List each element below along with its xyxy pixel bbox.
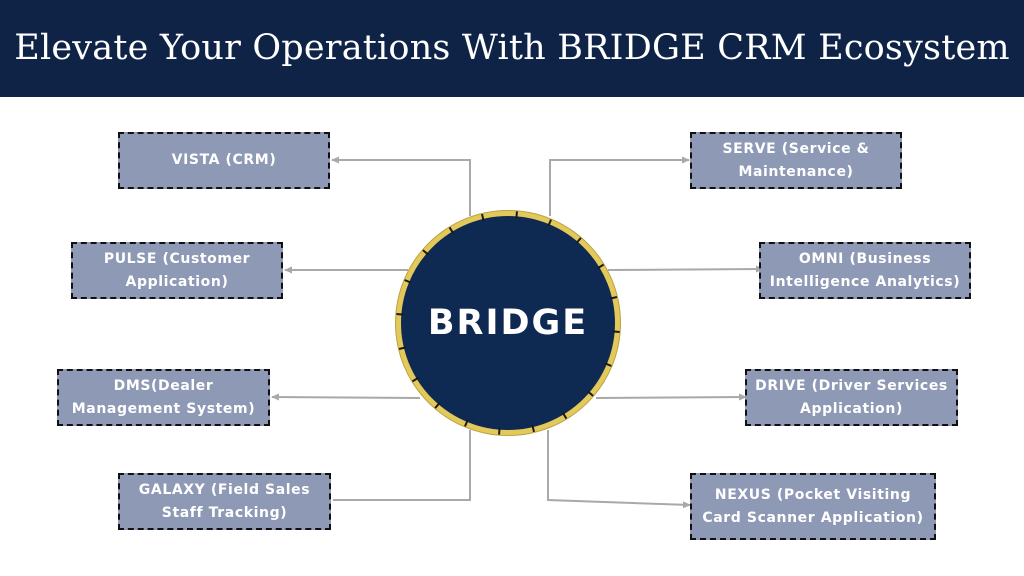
hub-ring-tick — [575, 237, 582, 244]
module-galaxy-label: GALAXY (Field Sales Staff Tracking) — [138, 481, 311, 521]
module-pulse-label: PULSE (Customer Application) — [103, 250, 251, 290]
hub-ring-tick — [434, 402, 441, 409]
hub-ring-tick — [481, 213, 485, 222]
module-serve-label: SERVE (Service & Maintenance) — [722, 140, 870, 180]
connector-drive — [595, 393, 747, 401]
hub-ring-tick — [597, 263, 605, 270]
hub-ring-tick — [561, 412, 568, 420]
module-nexus-label: NEXUS (Pocket Visiting Card Scanner Appl… — [702, 486, 924, 526]
module-omni-label: OMNI (Business Intelligence Analytics) — [769, 250, 961, 290]
connector-dms — [271, 393, 421, 401]
hub-ring-tick — [612, 330, 620, 333]
hub-ring-tick — [498, 427, 501, 435]
module-dms: DMS(Dealer Management System) — [57, 369, 270, 426]
module-dms-label: DMS(Dealer Management System) — [71, 377, 256, 417]
page-title: Elevate Your Operations With BRIDGE CRM … — [14, 27, 1010, 68]
hub-ring-tick — [422, 249, 429, 256]
hub-ring-tick — [515, 211, 518, 219]
bridge-hub-circle: BRIDGE — [396, 211, 620, 435]
hub-ring-tick — [398, 346, 407, 350]
hub-ring-tick — [396, 313, 404, 316]
hub-ring-tick — [531, 424, 535, 433]
header-banner: Elevate Your Operations With BRIDGE CRM … — [0, 0, 1024, 97]
module-serve: SERVE (Service & Maintenance) — [690, 132, 902, 189]
hub-ring-tick — [587, 390, 594, 397]
module-galaxy: GALAXY (Field Sales Staff Tracking) — [118, 473, 331, 530]
connector-omni — [607, 265, 764, 273]
hub-ring-tick — [609, 296, 618, 300]
module-drive-label: DRIVE (Driver Services Application) — [755, 377, 948, 417]
hub-ring-tick — [604, 362, 612, 367]
connector-vista — [331, 156, 471, 216]
module-drive: DRIVE (Driver Services Application) — [745, 369, 958, 426]
hub-ring-ticks — [396, 211, 620, 435]
module-nexus: NEXUS (Pocket Visiting Card Scanner Appl… — [690, 473, 936, 540]
connector-serve — [549, 156, 690, 216]
hub-ring-tick — [448, 226, 455, 234]
connector-nexus — [547, 430, 691, 509]
module-pulse: PULSE (Customer Application) — [71, 242, 283, 299]
module-vista: VISTA (CRM) — [118, 132, 330, 189]
hub-ring-tick — [547, 219, 552, 227]
connector-galaxy — [333, 430, 471, 501]
hub-label: BRIDGE — [427, 303, 589, 343]
hub-ring-tick — [464, 419, 469, 427]
hub-ring-tick — [411, 376, 419, 383]
module-vista-label: VISTA (CRM) — [171, 152, 277, 168]
hub-ring-tick — [404, 279, 412, 284]
module-omni: OMNI (Business Intelligence Analytics) — [759, 242, 971, 299]
